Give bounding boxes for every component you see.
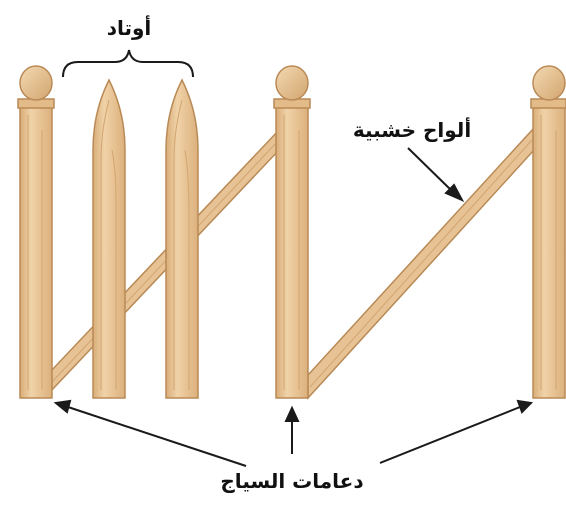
picket-1 (93, 80, 125, 398)
boards-arrow (408, 148, 452, 191)
post-3-arrow (380, 407, 520, 463)
post-2-arrowhead (286, 408, 298, 421)
posts-label: دعامات السياج (220, 469, 363, 493)
picket-2 (166, 80, 198, 398)
post-1-arrowhead (56, 401, 70, 412)
post-3-arrowhead (518, 401, 531, 412)
post-1-arrow (68, 407, 246, 466)
diagonal-board-1 (50, 130, 279, 392)
fence-post-1 (18, 66, 54, 398)
fence-post-3 (531, 66, 566, 398)
diagonal-board-2 (308, 128, 534, 398)
pickets-label: أوتاد (107, 14, 152, 40)
fence-post-2 (274, 66, 310, 398)
pickets-brace (63, 50, 193, 77)
boards-label: ألواح خشبية (353, 116, 471, 142)
